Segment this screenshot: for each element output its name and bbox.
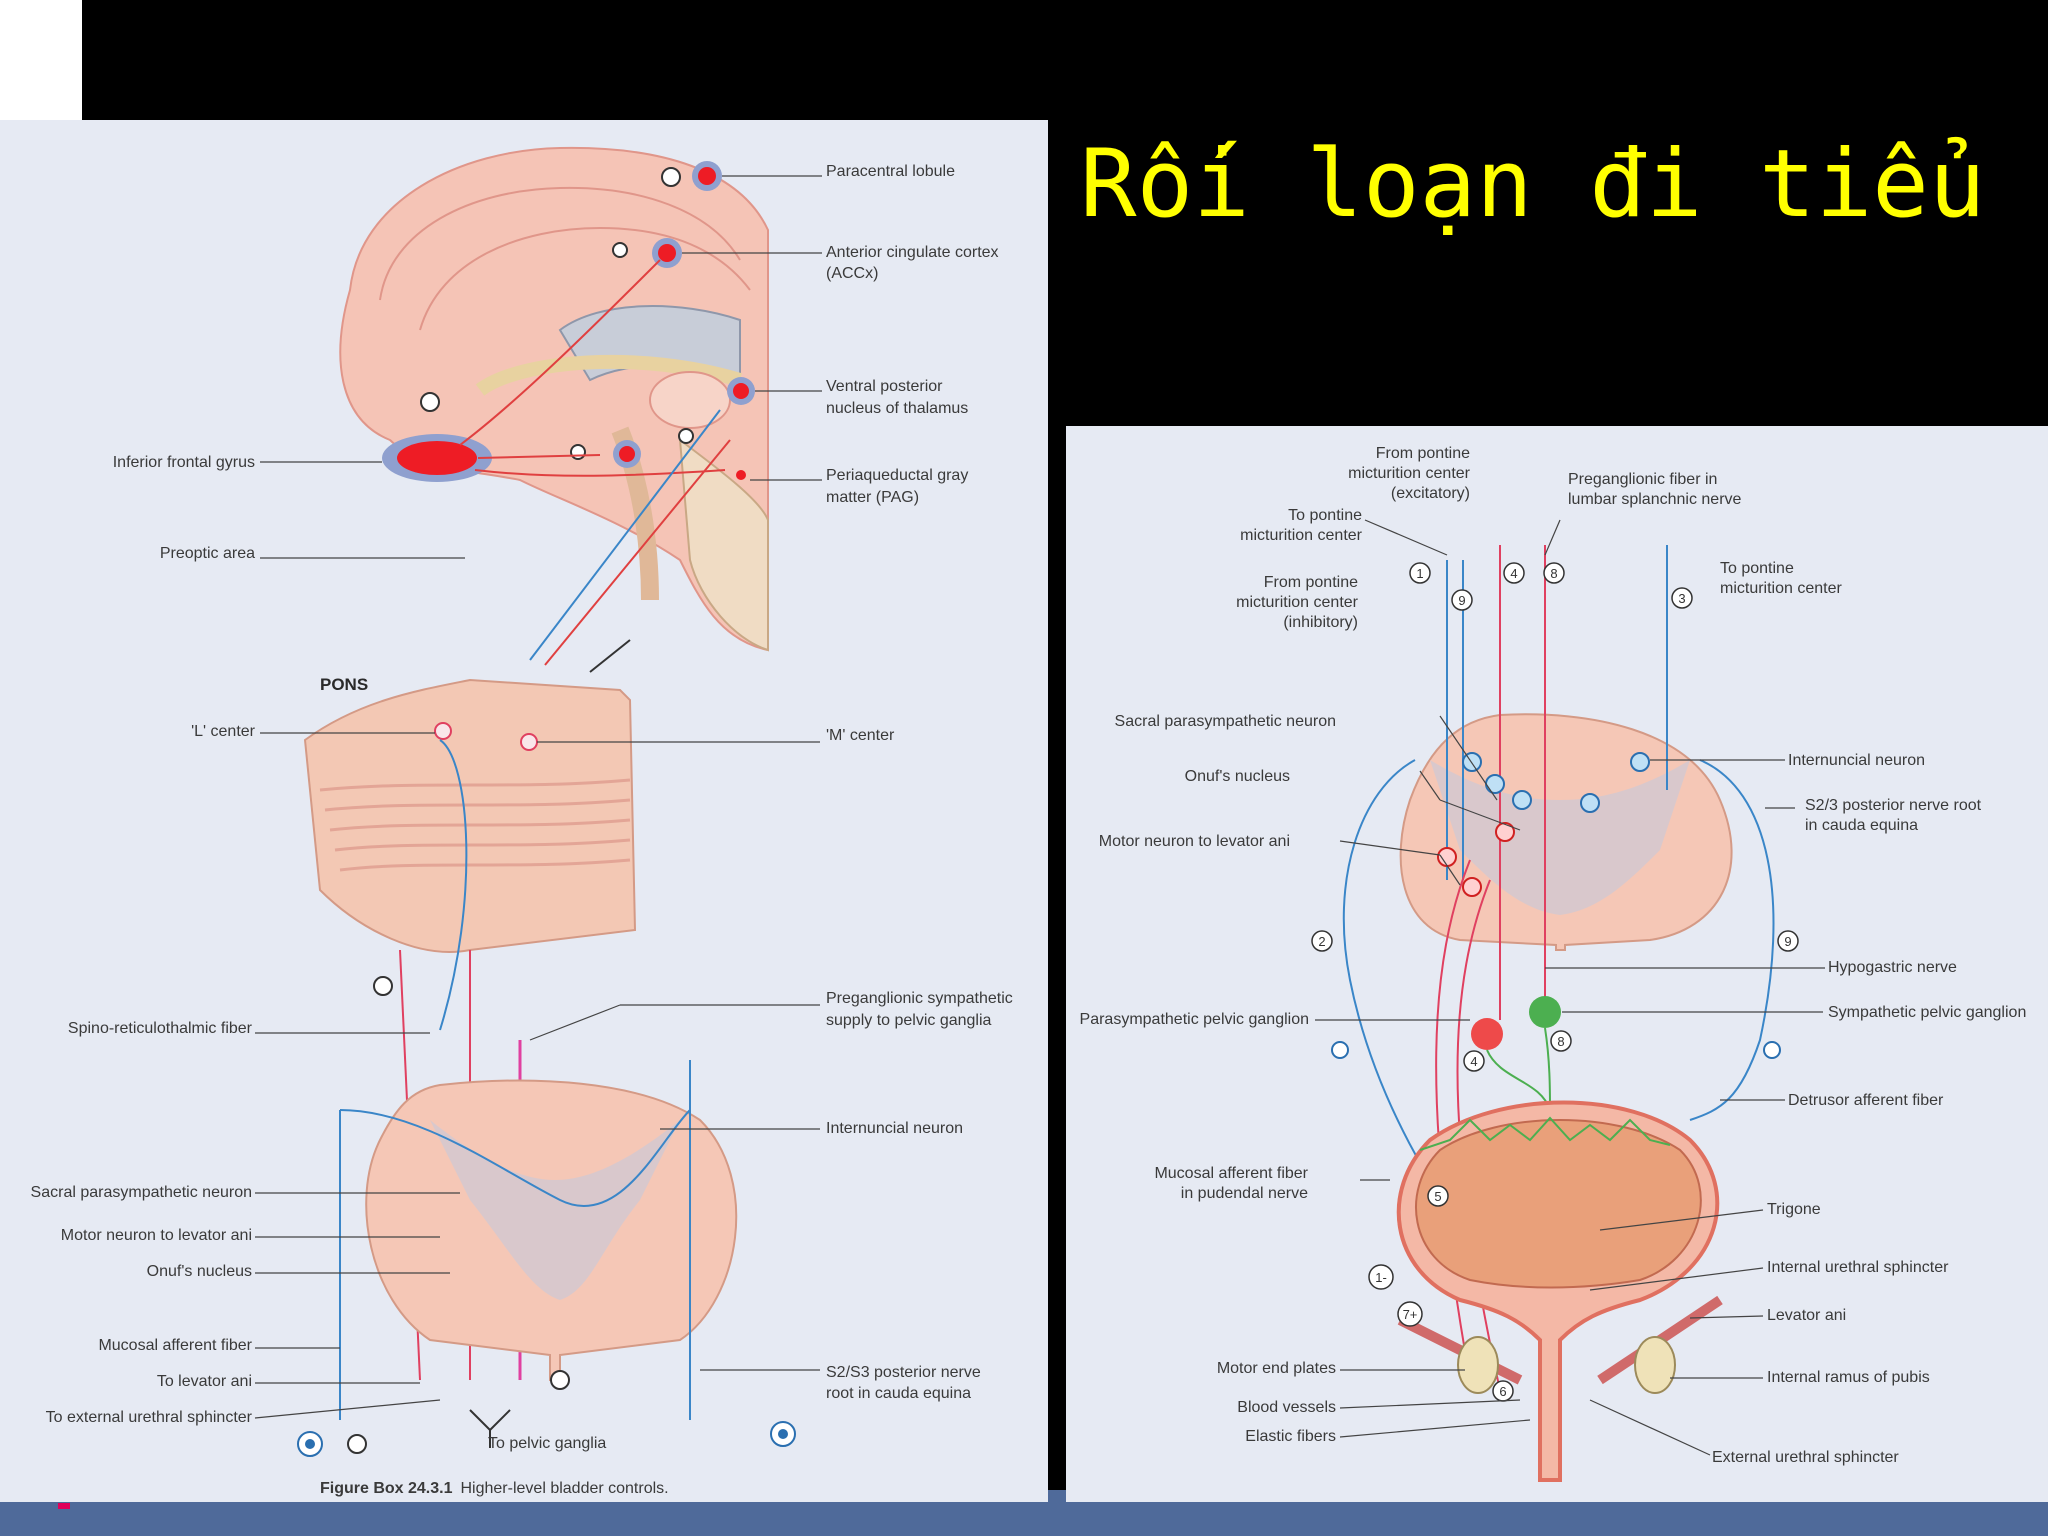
parasympathetic-ganglion xyxy=(1471,1018,1503,1050)
r-label-from-inh-2: micturition center xyxy=(1236,594,1358,611)
thalamus xyxy=(649,371,731,429)
r-label-s23-2: in cauda equina xyxy=(1805,817,1918,834)
label-l-center: 'L' center xyxy=(191,723,256,740)
label-paracentral-lobule: Paracentral lobule xyxy=(826,163,955,180)
label-s2s3-line1: S2/S3 posterior nerve xyxy=(826,1364,981,1381)
r-label-mucosal-2: in pudendal nerve xyxy=(1181,1185,1308,1202)
label-vpn-line2: nucleus of thalamus xyxy=(826,400,968,417)
label-acc-line2: (ACCx) xyxy=(826,265,878,282)
marker-8-ganglion: 8 xyxy=(1557,1034,1564,1049)
r-label-motor: Motor neuron to levator ani xyxy=(1099,833,1290,850)
marker-7-plus: 7+ xyxy=(1403,1307,1418,1322)
marker-9-right: 9 xyxy=(1784,934,1791,949)
r-label-from-exc-3: (excitatory) xyxy=(1391,485,1470,502)
r-label-from-exc-2: micturition center xyxy=(1348,465,1470,482)
marker-1: 1 xyxy=(1416,566,1423,581)
label-motor-neuron: Motor neuron to levator ani xyxy=(61,1227,252,1244)
r-label-sacral: Sacral parasympathetic neuron xyxy=(1115,713,1336,730)
r-label-to-pontine-2: micturition center xyxy=(1240,527,1362,544)
label-pag-line1: Periaqueductal gray xyxy=(826,467,968,484)
r-label-to-pontine-1: To pontine xyxy=(1288,507,1362,524)
marker-2: 2 xyxy=(1318,934,1325,949)
r-label-para-ganglion: Parasympathetic pelvic ganglion xyxy=(1080,1011,1309,1028)
figure-caption-text: Higher-level bladder controls. xyxy=(461,1480,669,1497)
left-margin-strip xyxy=(0,0,82,120)
marker-4-ganglion: 4 xyxy=(1470,1054,1477,1069)
label-inferior-frontal-gyrus: Inferior frontal gyrus xyxy=(113,454,255,471)
r-label-mucosal-1: Mucosal afferent fiber xyxy=(1154,1165,1308,1182)
r-label-ramus: Internal ramus of pubis xyxy=(1767,1369,1930,1386)
r-label-detrusor: Detrusor afferent fiber xyxy=(1788,1092,1944,1109)
figure-caption: Figure Box 24.3.1 Higher-level bladder co… xyxy=(320,1480,669,1497)
pubis-right xyxy=(1634,1336,1676,1394)
inferior-frontal-gyrus-marker xyxy=(397,441,477,475)
right-figure: 1 9 4 8 3 2 9 4 8 5 1- 7+ 6 xyxy=(1066,426,2048,1502)
r-label-onuf: Onuf's nucleus xyxy=(1185,768,1290,785)
marker-1-minus: 1- xyxy=(1375,1270,1387,1285)
label-onufs-nucleus: Onuf's nucleus xyxy=(147,1263,252,1280)
marker-4: 4 xyxy=(1510,566,1517,581)
label-to-pelvic-ganglia: To pelvic ganglia xyxy=(488,1435,606,1452)
label-m-center: 'M' center xyxy=(826,727,895,744)
marker-6: 6 xyxy=(1499,1384,1506,1399)
label-s2s3-line2: root in cauda equina xyxy=(826,1385,971,1402)
r-label-internuncial: Internuncial neuron xyxy=(1788,752,1925,769)
label-pregang-line1: Preganglionic sympathetic xyxy=(826,990,1013,1007)
label-pons: PONS xyxy=(320,675,368,694)
r-label-to-pontine-right-1: To pontine xyxy=(1720,560,1794,577)
r-label-from-inh-1: From pontine xyxy=(1264,574,1358,591)
r-label-to-pontine-right-2: micturition center xyxy=(1720,580,1842,597)
label-mucosal-afferent: Mucosal afferent fiber xyxy=(98,1337,252,1354)
label-acc-line1: Anterior cingulate cortex xyxy=(826,244,999,261)
r-label-trigone: Trigone xyxy=(1767,1201,1821,1218)
r-label-internal-sphincter: Internal urethral sphincter xyxy=(1767,1259,1949,1276)
r-label-from-exc-1: From pontine xyxy=(1376,445,1470,462)
label-pregang-line2: supply to pelvic ganglia xyxy=(826,1012,992,1029)
figure-caption-number: Figure Box 24.3.1 xyxy=(320,1480,453,1497)
label-pag-line2: matter (PAG) xyxy=(826,489,919,506)
label-to-external-sphincter: To external urethral sphincter xyxy=(46,1409,253,1426)
r-label-levator: Levator ani xyxy=(1767,1307,1846,1324)
marker-5: 5 xyxy=(1434,1189,1441,1204)
marker-8: 8 xyxy=(1550,566,1557,581)
r-label-from-inh-3: (inhibitory) xyxy=(1283,614,1358,631)
label-spino-reticulothalmic: Spino-reticulothalmic fiber xyxy=(68,1020,253,1037)
r-label-s23-1: S2/3 posterior nerve root xyxy=(1805,797,1982,814)
label-preoptic-area: Preoptic area xyxy=(160,545,255,562)
slide-title: Rối loạn đi tiểu xyxy=(1080,130,1986,239)
label-internuncial-neuron: Internuncial neuron xyxy=(826,1120,963,1137)
r-label-elastic: Elastic fibers xyxy=(1245,1428,1336,1445)
r-label-symp-ganglion: Sympathetic pelvic ganglion xyxy=(1828,1004,2026,1021)
r-label-pregang-1: Preganglionic fiber in xyxy=(1568,471,1717,488)
pubis-left xyxy=(1457,1336,1499,1394)
sympathetic-ganglion xyxy=(1529,996,1561,1028)
label-to-levator-ani: To levator ani xyxy=(157,1373,252,1390)
left-figure: Paracentral lobule Anterior cingulate co… xyxy=(0,120,1048,1502)
marker-9: 9 xyxy=(1458,593,1465,608)
pons xyxy=(303,678,637,953)
marker-3: 3 xyxy=(1678,591,1685,606)
footer-accent xyxy=(58,1503,70,1509)
r-label-motor-end: Motor end plates xyxy=(1217,1360,1336,1377)
label-sacral-parasympathetic: Sacral parasympathetic neuron xyxy=(31,1184,252,1201)
r-label-external-sphincter: External urethral sphincter xyxy=(1712,1449,1899,1466)
r-label-blood: Blood vessels xyxy=(1237,1399,1336,1416)
r-label-pregang-2: lumbar splanchnic nerve xyxy=(1568,491,1742,508)
label-vpn-line1: Ventral posterior xyxy=(826,378,943,395)
r-label-hypogastric: Hypogastric nerve xyxy=(1828,959,1957,976)
